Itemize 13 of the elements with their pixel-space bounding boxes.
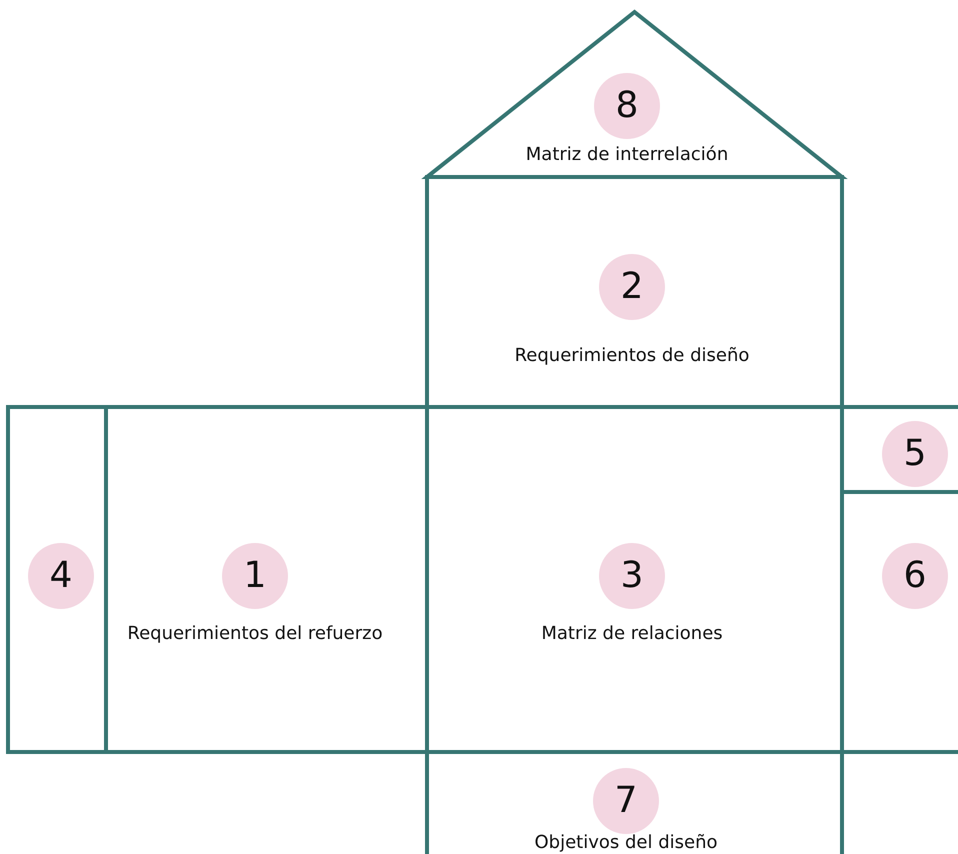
section-label: Objetivos del diseño bbox=[534, 832, 718, 854]
section-number: 6 bbox=[882, 543, 948, 609]
section-number: 5 bbox=[882, 421, 948, 487]
section-number: 1 bbox=[222, 543, 288, 609]
section-number: 7 bbox=[593, 768, 659, 834]
section-label: Requerimientos de diseño bbox=[514, 345, 750, 367]
section-number: 2 bbox=[599, 254, 665, 320]
section-number: 4 bbox=[28, 543, 94, 609]
section-label: Matriz de relaciones bbox=[541, 623, 723, 645]
section-number: 8 bbox=[594, 73, 660, 139]
section-label: Requerimientos del refuerzo bbox=[127, 623, 383, 645]
section-label: Matriz de interrelación bbox=[526, 144, 728, 166]
section-number: 3 bbox=[599, 543, 665, 609]
